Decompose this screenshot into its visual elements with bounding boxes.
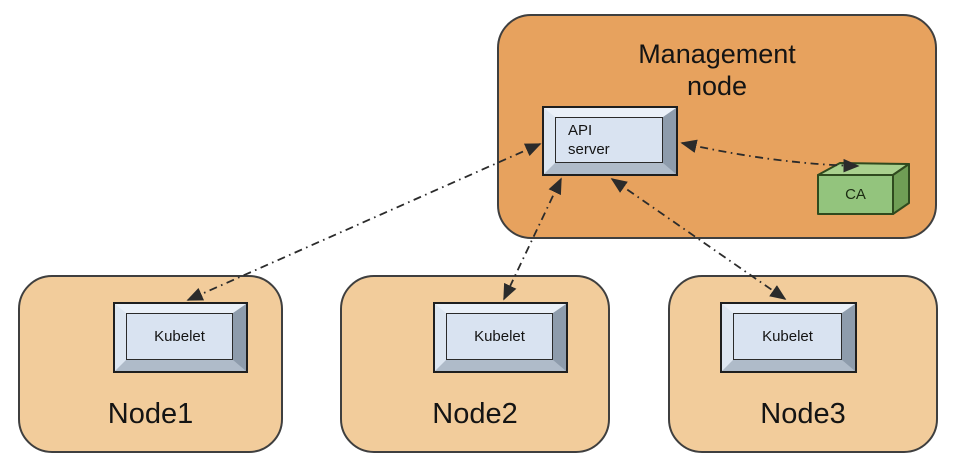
node1-label: Node1 [107, 398, 194, 430]
node3-kubelet-label: Kubelet [762, 327, 813, 345]
node2-kubelet-bevel [435, 304, 566, 371]
api-server-face: API server [555, 117, 663, 163]
node3-kubelet-face: Kubelet [733, 313, 842, 360]
ca-label: CA [845, 186, 866, 203]
node1-kubelet-face: Kubelet [126, 313, 233, 360]
node3-kubelet-bevel [722, 304, 855, 371]
management-node-label: Management node [638, 39, 796, 102]
api-server-bevel [544, 108, 676, 174]
node2-label: Node2 [432, 398, 518, 430]
node1-kubelet-bevel [115, 304, 246, 371]
ca-box: CA [814, 158, 914, 216]
node2-kubelet-face: Kubelet [446, 313, 553, 360]
ca-front-face [817, 174, 894, 215]
api-server-label: API server [568, 121, 610, 159]
node2-kubelet-label: Kubelet [474, 327, 525, 345]
node1-kubelet-label: Kubelet [154, 327, 205, 345]
node1-kubelet-box: Kubelet [113, 302, 248, 373]
node2-kubelet-box: Kubelet [433, 302, 568, 373]
api-server-box: API server [542, 106, 678, 176]
node3-kubelet-box: Kubelet [720, 302, 857, 373]
node3-label: Node3 [760, 398, 846, 430]
